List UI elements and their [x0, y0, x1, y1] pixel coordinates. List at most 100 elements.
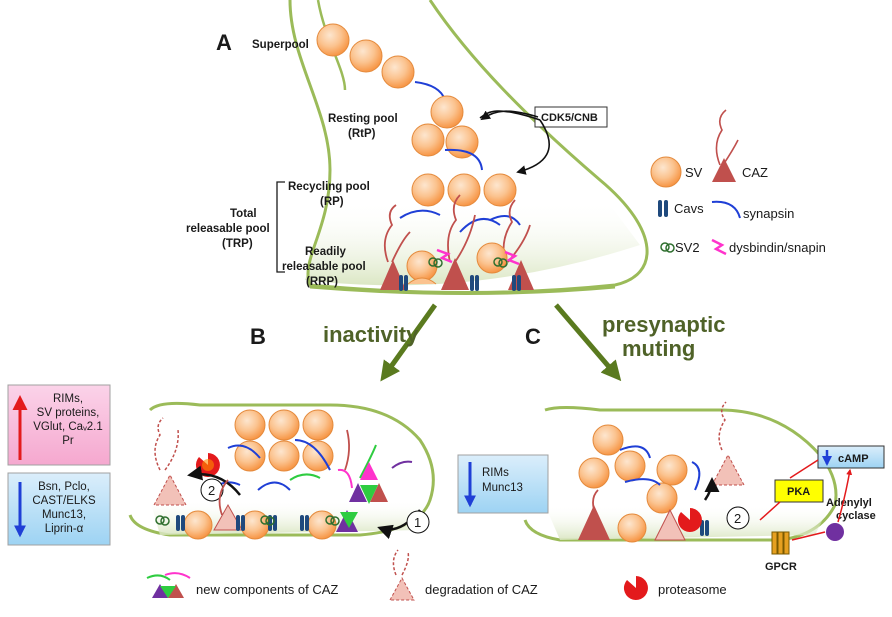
recycling-pool-label: Recycling pool [288, 181, 370, 193]
cav-channel [236, 515, 245, 531]
svg-text:RIMs,SV proteins,VGlut, Caᵥ2.1: RIMs,SV proteins,VGlut, Caᵥ2.1Pr [33, 393, 103, 447]
degraded-caz-tendril [154, 417, 164, 471]
caz-triangle [578, 505, 610, 540]
vesicle [268, 440, 300, 472]
cyclase-to-camp [837, 468, 853, 523]
terminal-membrane-b [128, 401, 435, 537]
vesicle [578, 457, 610, 489]
vesicle [381, 55, 415, 89]
rrp-label-3: (RRP) [306, 276, 338, 288]
down-box-line-2: CAST/ELKS [32, 495, 96, 507]
new-caz-triangle [360, 462, 378, 480]
sv-legend-icon [650, 156, 682, 188]
synapsin [444, 148, 483, 171]
gpcr-inhibits-cyclase [791, 531, 826, 541]
superpool-label: Superpool [252, 39, 309, 51]
new-caz-component [359, 444, 377, 479]
sv2-icon [325, 515, 340, 526]
fusion-pore [407, 277, 437, 285]
recycling-pool-abbr: (RP) [320, 196, 344, 208]
regulator-box [534, 106, 608, 128]
legend-sv: SV [685, 165, 703, 180]
degraded-caz [153, 473, 187, 506]
new-caz-component [391, 460, 413, 469]
gpcr-icon [771, 531, 790, 555]
caz-triangle [654, 508, 686, 541]
rrp-label-2: releasable pool [282, 261, 366, 273]
vesicle [302, 409, 334, 441]
vesicle [430, 95, 464, 129]
new-caz-triangle [349, 483, 367, 502]
up-box-line-2: SV proteins, [37, 407, 100, 419]
sv2-icon [155, 515, 170, 526]
caz-tendril [383, 204, 397, 263]
c-down-box-line-1: RIMs [482, 467, 509, 479]
new-caz-triangle [360, 485, 378, 504]
synapsin-legend-icon [711, 200, 741, 219]
vesicle [447, 173, 481, 207]
cav-channel [176, 515, 185, 531]
caz-triangle [213, 503, 243, 531]
vesicle [411, 173, 445, 207]
new-caz-triangle [340, 512, 358, 528]
docked-vesicle [183, 510, 213, 540]
new-caz-component [344, 429, 350, 471]
vesicle [349, 39, 383, 73]
synapsin [294, 439, 331, 471]
regulator-arrow [479, 110, 550, 172]
camp-box [817, 445, 885, 469]
adenylyl-label-2: cyclase [836, 510, 876, 522]
gpcr-label: GPCR [765, 561, 797, 573]
presynaptic-muting-label-1: presynaptic [602, 312, 726, 337]
vesicle [445, 125, 479, 159]
inactivity-label: inactivity [323, 322, 419, 347]
proteasome-legend-icon [623, 576, 648, 600]
synapsin [399, 209, 441, 219]
adenylyl-cyclase-icon [826, 523, 844, 541]
camp-inhibits-pka [789, 459, 819, 479]
synapsin [619, 445, 651, 459]
trp-bracket [276, 181, 285, 273]
sv2-icon [493, 257, 508, 268]
caz-tendril [447, 194, 461, 263]
vesicle [656, 454, 688, 486]
proteasome-icon [677, 508, 702, 532]
svg-text:Recycling pool(RP): Recycling pool (RP) [288, 181, 370, 208]
caz-tendril [391, 231, 411, 263]
step-2-arrow [703, 477, 720, 501]
proteasome-inner [202, 459, 214, 471]
synaptic-cleft-line [309, 285, 616, 295]
terminal-membrane-c [523, 406, 838, 542]
synapsin [489, 215, 521, 226]
rrp-label-1: Readily [305, 246, 347, 258]
pka-label: PKA [787, 486, 810, 498]
synapsin [691, 461, 701, 491]
presynaptic-muting-label-2: muting [622, 336, 695, 361]
vesicle [411, 123, 445, 157]
docked-vesicle [307, 510, 337, 540]
vesicle [646, 482, 678, 514]
step-2-badge [200, 478, 224, 502]
dysbindin-legend-icon [711, 238, 727, 256]
degraded-caz-tendril [164, 429, 179, 471]
step-2-label: 2 [208, 483, 215, 498]
synapsin [227, 444, 261, 459]
c-step-2-label: 2 [734, 511, 741, 526]
sv2-icon [260, 515, 275, 526]
caz-legend-icon [712, 109, 739, 182]
panel-letter-c: C [525, 324, 541, 349]
cavs-legend-icon [658, 200, 668, 217]
legend-sv2: SV2 [675, 240, 700, 255]
synapsin [459, 217, 501, 233]
vesicle [268, 409, 300, 441]
step-2-arrow [187, 465, 241, 496]
sv2-icon [428, 257, 443, 268]
